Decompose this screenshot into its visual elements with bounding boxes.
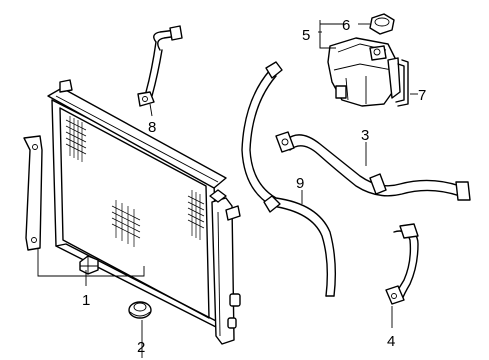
radiator-side-bracket bbox=[23, 135, 43, 251]
callout-2: 2 bbox=[137, 339, 145, 356]
coolant-reservoir bbox=[327, 37, 401, 107]
callout-4: 4 bbox=[387, 333, 395, 350]
leader-lines bbox=[37, 20, 418, 358]
callout-3: 3 bbox=[361, 127, 369, 144]
radiator-side-tank bbox=[211, 197, 235, 345]
drain-cap bbox=[128, 301, 152, 319]
radiator bbox=[23, 79, 241, 345]
reservoir-cap bbox=[369, 13, 395, 35]
callout-9: 9 bbox=[296, 175, 304, 192]
callout-5: 5 bbox=[302, 27, 310, 44]
radiator-core-mesh bbox=[65, 116, 205, 247]
overflow-hose bbox=[395, 59, 409, 107]
hose-9 bbox=[241, 61, 337, 297]
callout-6: 6 bbox=[342, 17, 350, 34]
callout-8: 8 bbox=[148, 119, 156, 136]
hose-3 bbox=[275, 131, 471, 201]
hose-4 bbox=[385, 223, 419, 305]
hose-8 bbox=[137, 25, 183, 107]
callout-1: 1 bbox=[82, 292, 90, 309]
callout-7: 7 bbox=[418, 87, 426, 104]
drain-plug bbox=[79, 255, 99, 275]
